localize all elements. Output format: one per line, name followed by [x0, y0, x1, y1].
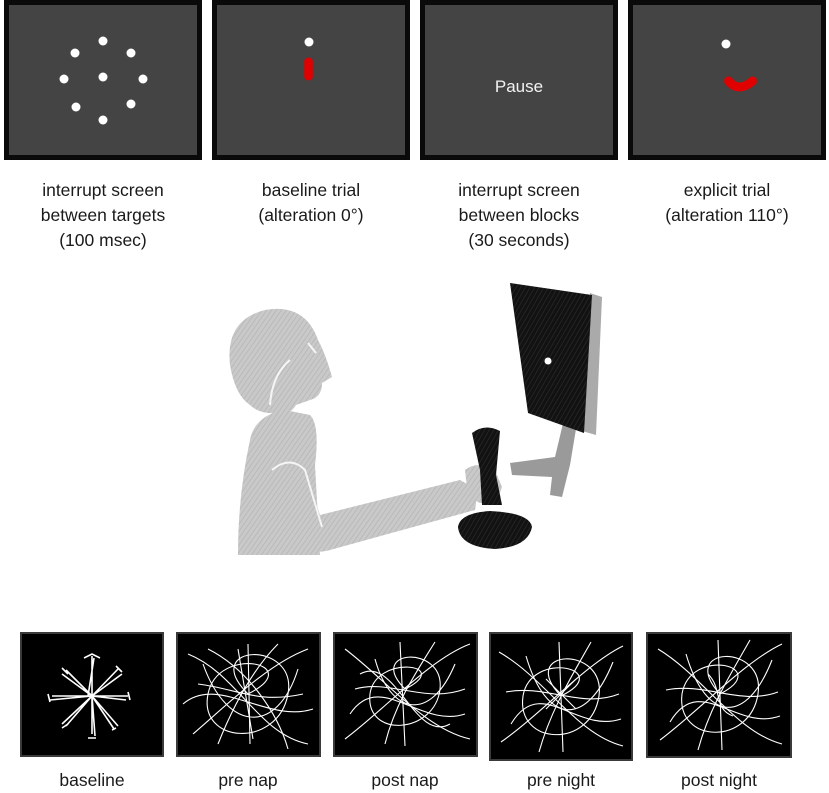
target-dot [138, 74, 148, 84]
joystick-base [458, 511, 532, 549]
caption-interrupt-between-targets: interrupt screen between targets (100 ms… [40, 180, 166, 250]
participant-joystick-illustration [229, 283, 602, 555]
trajectory-panel-pre-night [489, 632, 633, 761]
target-dot [70, 48, 80, 58]
center-dot [98, 72, 108, 82]
trajectory-plot-baseline [47, 653, 131, 739]
target-dot [71, 102, 81, 112]
trajectory-label-baseline: baseline [59, 770, 125, 790]
person-arm [265, 451, 478, 552]
ear-outline [307, 342, 317, 354]
eight-targets-graphic [59, 36, 148, 125]
pause-text: Pause [494, 77, 544, 96]
joystick-handle [472, 427, 502, 505]
trajectory-panel-baseline [20, 632, 164, 757]
screen-interrupt-between-blocks: Pause [420, 0, 618, 160]
arm-outline [271, 461, 323, 528]
monitor-screen [510, 283, 592, 433]
trajectory-label-post-night: post night [681, 770, 757, 790]
trajectory-plot-pre-nap [182, 643, 314, 750]
trajectory-label-pre-nap: pre nap [218, 770, 278, 790]
target-dot [98, 115, 108, 125]
baseline-trial-graphic [304, 37, 314, 81]
explicit-trial-graphic [721, 39, 758, 92]
target-dot [126, 99, 136, 109]
person-head [229, 308, 332, 414]
monitor-side [582, 293, 602, 435]
trajectory-panel-post-night [646, 632, 792, 758]
caption-explicit-trial: explicit trial (alteration 110°) [665, 180, 789, 225]
trajectory-label-pre-night: pre night [526, 770, 596, 790]
caption-baseline-trial: baseline trial (alteration 0°) [258, 180, 364, 225]
caption-interrupt-between-blocks: interrupt screen between blocks (30 seco… [458, 180, 580, 250]
trajectory-plot-post-night [657, 639, 783, 751]
trajectory-label-post-nap: post nap [371, 770, 439, 790]
monitor-stand [510, 415, 578, 497]
target-dot [304, 37, 314, 47]
target-dot [59, 74, 69, 84]
trajectory-plot-pre-night [498, 641, 624, 753]
cursor-path [724, 76, 758, 92]
target-dot [126, 48, 136, 58]
target-dot [721, 39, 731, 49]
screen-explicit-trial [628, 0, 826, 160]
target-dot [98, 36, 108, 46]
trajectory-panel-post-nap [333, 632, 478, 757]
monitor-target-dot [544, 357, 552, 365]
screen-baseline-trial [212, 0, 410, 160]
trajectory-panel-pre-nap [176, 632, 321, 757]
screen-interrupt-between-targets [4, 0, 202, 160]
hair-outline [269, 359, 291, 406]
trajectory-plot-post-nap [344, 641, 471, 747]
